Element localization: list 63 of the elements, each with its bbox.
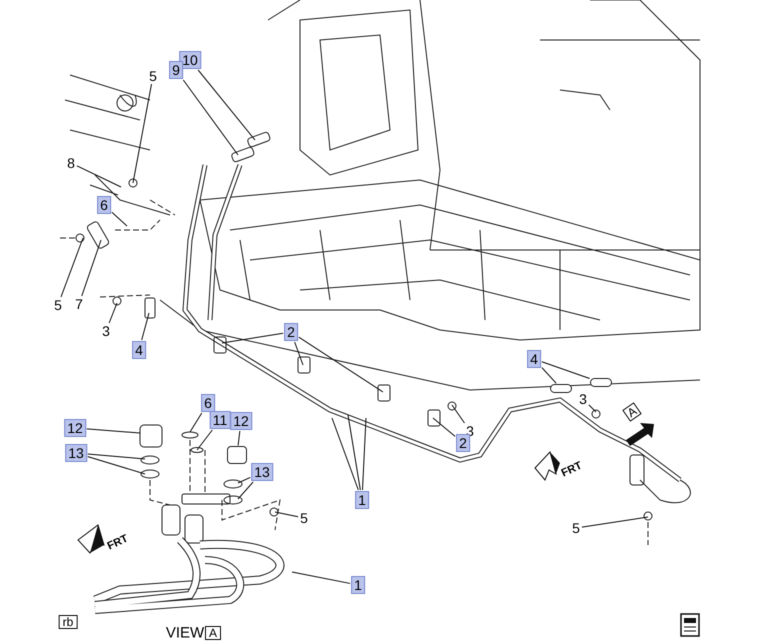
leader-line [298, 336, 384, 392]
callout-number: 12 [64, 419, 86, 437]
leader-line [588, 404, 596, 412]
leader-line [348, 414, 361, 490]
callout-number: 4 [132, 341, 146, 359]
view-label: A [205, 626, 221, 640]
leader-line [238, 482, 254, 500]
leader-line [196, 430, 213, 450]
callout-number: 7 [74, 297, 84, 311]
leader-line [111, 212, 128, 226]
callout-number: 2 [456, 434, 470, 452]
leader-line [332, 418, 359, 490]
callout-number: 12 [230, 412, 252, 430]
leader-line [292, 572, 351, 584]
callout-number: 4 [527, 350, 541, 368]
view-label: A [622, 402, 642, 422]
callout-number: 10 [179, 51, 201, 69]
leader-line [198, 70, 256, 140]
leader-line [581, 516, 648, 528]
leader-line [541, 361, 590, 379]
leader-line [132, 84, 152, 184]
quick-connector [227, 446, 247, 464]
leader-line [108, 302, 118, 324]
callout-number: 1 [355, 491, 369, 509]
leader-line [60, 238, 84, 298]
callout-number: 5 [148, 69, 158, 83]
pipe-clip [590, 378, 612, 387]
leader-line [274, 512, 299, 518]
callout-number: 13 [65, 444, 87, 462]
callout-number: 5 [299, 511, 309, 525]
callout-number: 5 [571, 521, 581, 535]
callout-number: 8 [66, 156, 76, 170]
leader-line [86, 428, 140, 434]
callout-number: 1 [351, 576, 365, 594]
leader-line [238, 430, 240, 446]
leader-line [182, 80, 238, 156]
callout-number: 5 [53, 298, 63, 312]
leader-line [76, 165, 122, 188]
leader-line [238, 476, 251, 484]
leader-line [362, 418, 366, 490]
view-label: VIEW [166, 626, 204, 640]
leader-line [81, 240, 102, 296]
callout-number: 6 [201, 394, 215, 412]
callout-number: 3 [578, 392, 588, 406]
callout-number: 13 [251, 463, 273, 481]
callout-number: 2 [284, 323, 298, 341]
callout-number: 3 [101, 324, 111, 338]
callout-number: 9 [169, 61, 183, 79]
front-label: FRT [560, 460, 584, 480]
leader-line [432, 418, 456, 437]
leader-line [87, 456, 146, 474]
leader-line [141, 312, 150, 340]
view-label: rb [58, 615, 78, 629]
callout-number: 11 [210, 411, 230, 429]
front-label: FRT [106, 534, 130, 552]
pipe-clip [550, 384, 572, 393]
leader-line [222, 332, 284, 344]
leader-line [541, 367, 557, 384]
leader-line [294, 342, 304, 366]
leader-line [190, 412, 202, 432]
callout-number: 6 [97, 196, 111, 214]
leader-line [87, 454, 146, 460]
leader-line [452, 404, 465, 424]
